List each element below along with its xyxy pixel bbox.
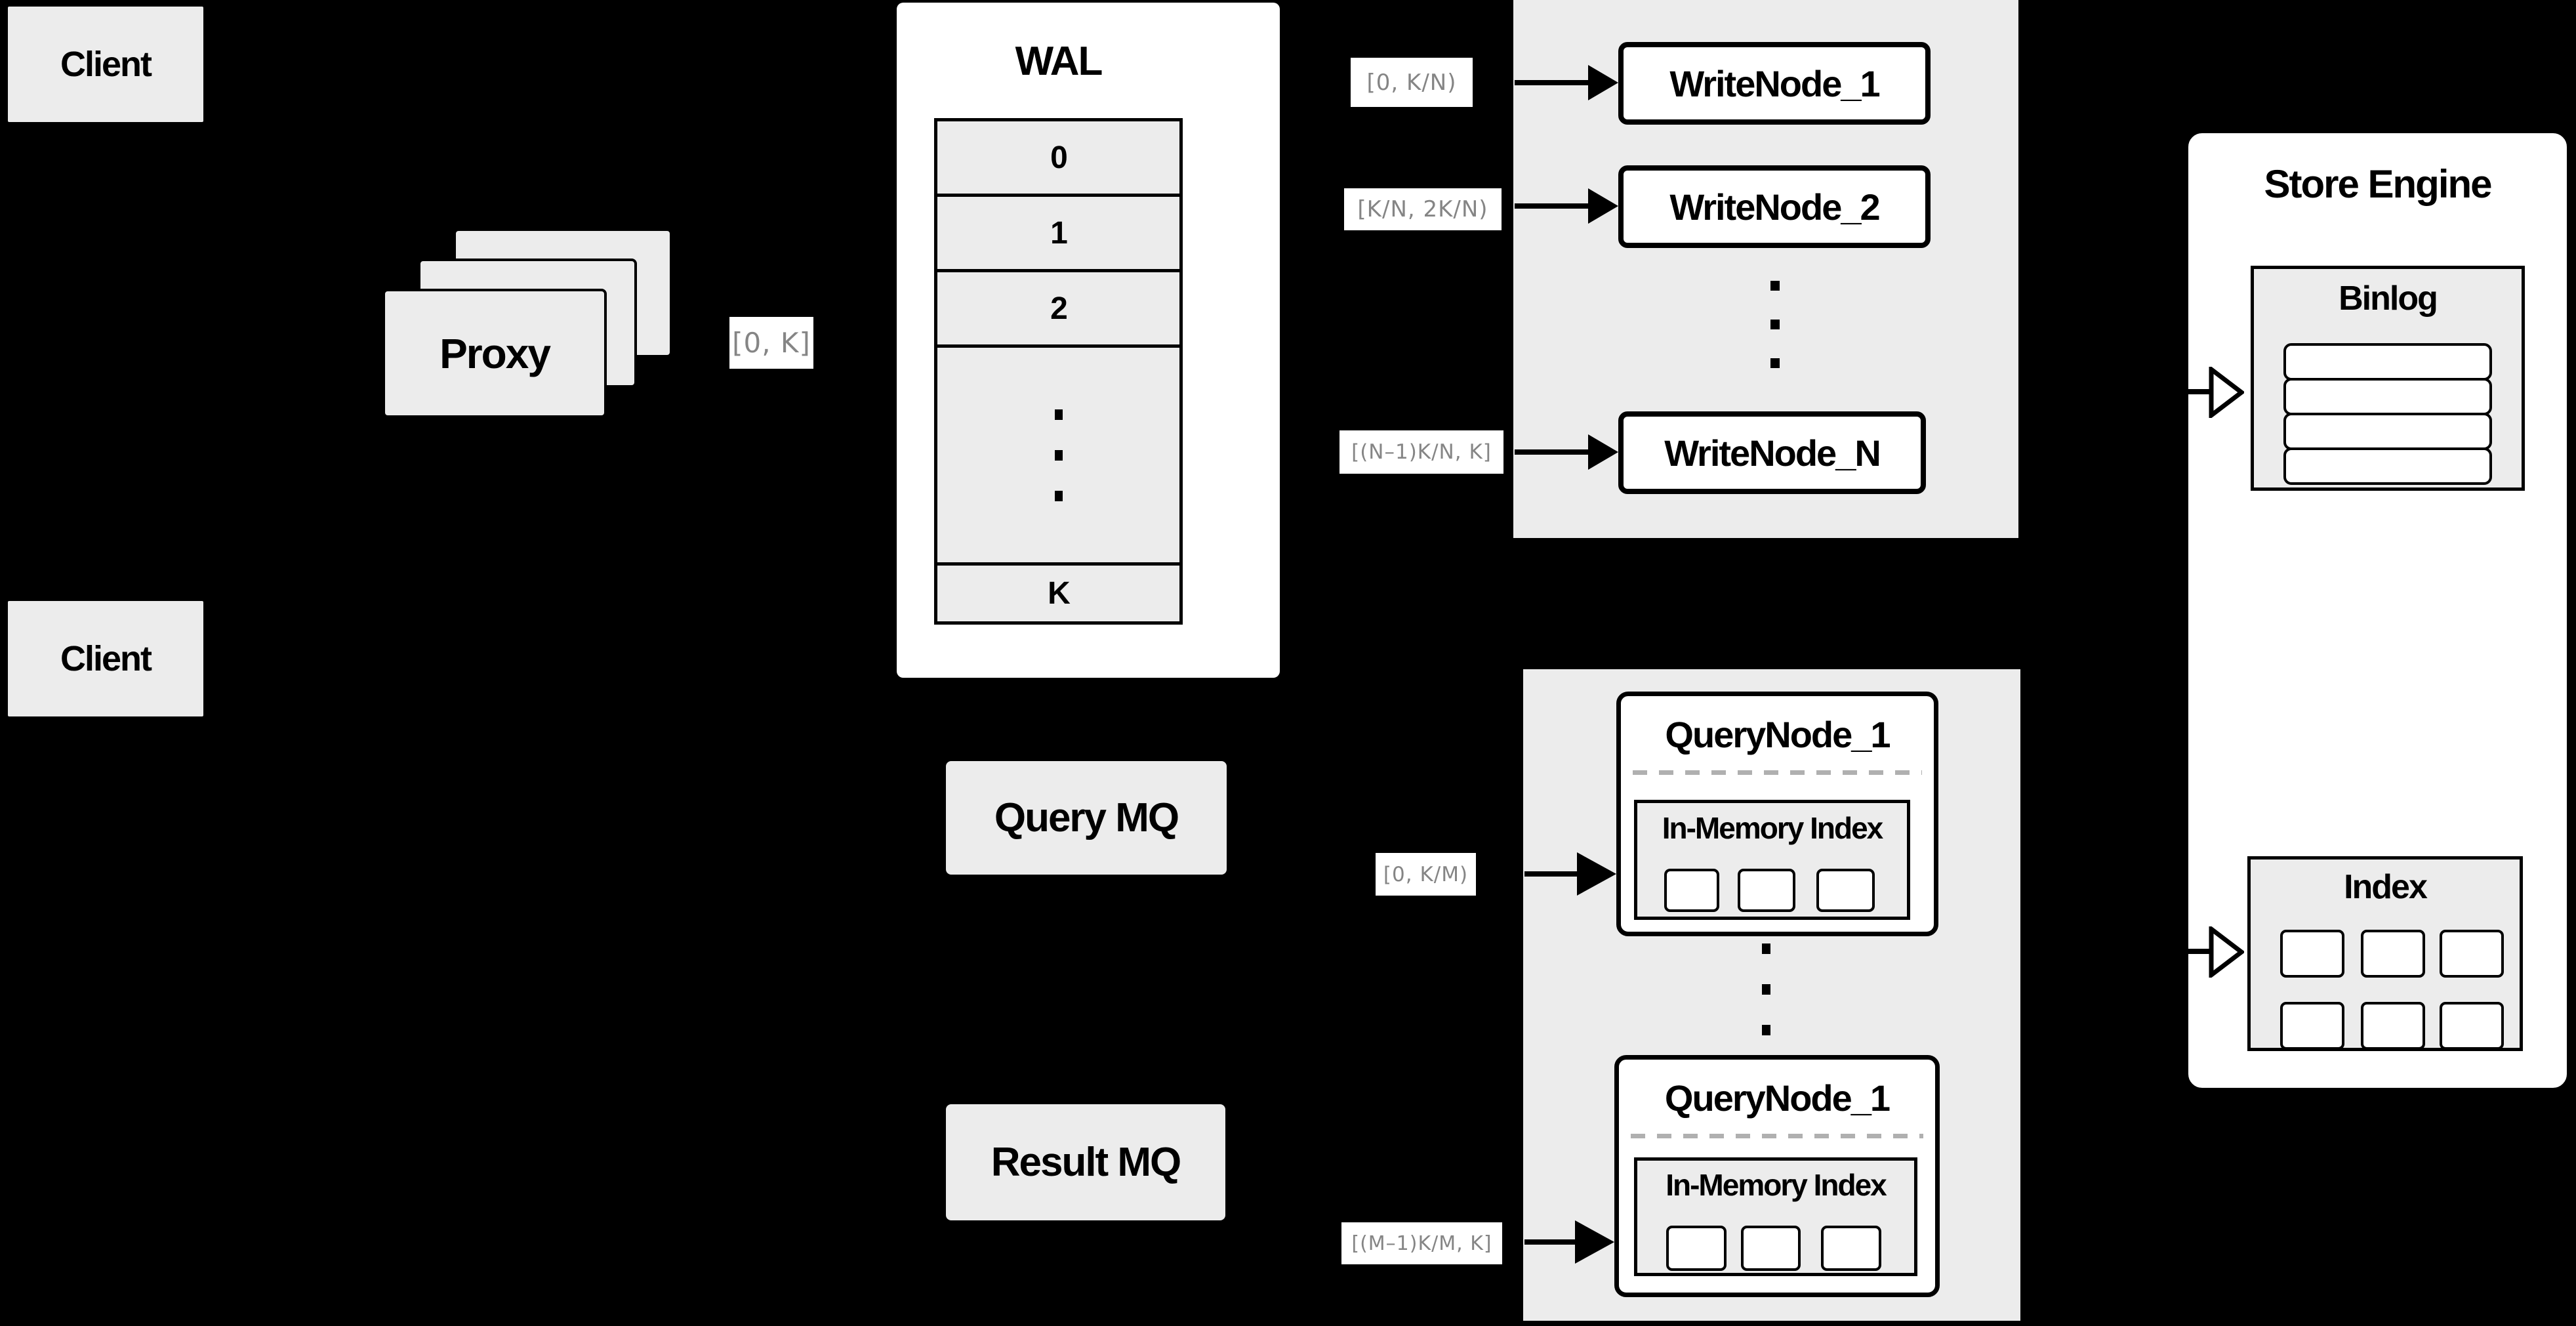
ellipsis-dot [1762,984,1770,995]
result-mq-label: Result MQ [991,1140,1182,1185]
proxy-box-front: Proxy [382,289,607,418]
index-cell [2440,930,2504,978]
index-title-wrap: Index [2247,865,2523,909]
ellipsis-dot [1770,281,1780,291]
write-node-2-label: WriteNode_2 [1669,186,1880,228]
write-node-2: WriteNode_2 [1618,165,1931,248]
store-engine-title: Store Engine [2264,161,2492,206]
range-label-query-m-text: [(M–1)K/M, K] [1351,1232,1492,1255]
client-top-label: Client [60,45,152,84]
proxy-label: Proxy [440,329,551,377]
wal-cell-0-text: 0 [1050,140,1068,175]
in-memory-index-title-wrap-1: In-Memory Index [1634,807,1910,849]
arrow-shaft [1524,871,1581,877]
in-memory-index-title-1: In-Memory Index [1662,811,1884,845]
wal-cell-k: K [937,566,1179,621]
memory-segment-cell [1666,1226,1727,1271]
query-node-m-title: QueryNode_1 [1664,1077,1891,1119]
index-cell [2280,1002,2344,1050]
wal-cell-2: 2 [937,272,1179,348]
wal-cell-1: 1 [937,197,1179,272]
wal-cell-2-text: 2 [1050,291,1068,326]
wal-table: 0 1 2 K [934,118,1183,625]
hollow-arrow-head-icon [2209,367,2244,418]
binlog-row [2283,343,2492,381]
dashed-divider [1631,1134,1923,1138]
write-node-n-label: WriteNode_N [1664,432,1881,474]
arrow-head-icon [1588,434,1618,470]
ellipsis-dot [1770,358,1780,368]
memory-segment-cell [1664,869,1719,912]
client-bottom-label: Client [60,639,152,678]
range-label-proxy-text: [0, K] [732,327,811,359]
hollow-arrow-head-icon [2209,926,2244,978]
arrow-shaft [1524,1239,1581,1245]
range-label-query-m: [(M–1)K/M, K] [1341,1222,1502,1264]
ellipsis-dot [1762,943,1770,954]
store-engine-title-wrap: Store Engine [2198,154,2557,213]
query-node-1-title: QueryNode_1 [1665,713,1891,755]
range-label-query-1: [0, K/M) [1376,853,1476,896]
arrow-head-icon [1575,1220,1614,1264]
arrow-shaft [2186,949,2213,954]
range-label-write-n-text: [(N–1)K/N, K] [1351,440,1492,464]
memory-segment-cell [1741,1226,1801,1271]
index-cell [2280,930,2344,978]
index-cell [2361,930,2425,978]
range-label-write-2: [K/N, 2K/N) [1344,188,1502,230]
index-cell [2440,1002,2504,1050]
write-node-1-label: WriteNode_1 [1669,62,1880,104]
arrow-head-icon [1577,852,1616,896]
in-memory-index-title-m: In-Memory Index [1666,1168,1887,1202]
range-label-write-2-text: [K/N, 2K/N) [1357,196,1488,222]
wal-cell-0: 0 [937,121,1179,197]
query-node-1-title-wrap: QueryNode_1 [1629,706,1925,762]
write-node-n: WriteNode_N [1618,411,1926,494]
client-box-top: Client [6,5,205,124]
ellipsis-dot [1054,449,1063,461]
range-label-write-1-text: [0, K/N) [1366,69,1457,96]
client-box-bottom: Client [6,599,205,718]
index-cell [2361,1002,2425,1050]
write-node-1: WriteNode_1 [1618,42,1931,125]
ellipsis-dot [1762,1025,1770,1035]
arrow-shaft [2186,389,2213,394]
wal-cell-k-text: K [1048,576,1071,611]
arrow-shaft [1515,203,1591,209]
in-memory-index-title-wrap-m: In-Memory Index [1634,1165,1917,1205]
wal-title: WAL [1015,38,1103,84]
arrow-shaft [1515,449,1591,455]
binlog-row [2283,378,2492,415]
arrow-shaft [1515,80,1591,85]
binlog-row [2283,413,2492,450]
range-label-proxy: [0, K] [729,317,813,369]
range-label-write-n: [(N–1)K/N, K] [1339,430,1503,474]
result-mq-box: Result MQ [946,1104,1225,1220]
memory-segment-cell [1738,869,1795,912]
ellipsis-dot [1054,409,1063,420]
dashed-divider [1633,770,1922,775]
query-node-m-title-wrap: QueryNode_1 [1627,1069,1927,1126]
ellipsis-dot [1770,320,1780,329]
wal-cell-1-text: 1 [1050,215,1068,251]
arrow-head-icon [1588,188,1618,224]
query-mq-label: Query MQ [994,795,1179,840]
range-label-write-1: [0, K/N) [1351,58,1473,107]
arrow-head-icon [1588,65,1618,100]
index-title: Index [2344,868,2428,906]
ellipsis-dot [1054,490,1063,501]
binlog-rows [2283,343,2492,485]
memory-segment-cell [1816,869,1875,912]
wal-title-wrap: WAL [934,31,1183,91]
wal-cell-ellipsis [937,348,1179,566]
range-label-query-1-text: [0, K/M) [1383,862,1469,886]
binlog-title-wrap: Binlog [2251,276,2525,321]
binlog-title: Binlog [2339,280,2438,318]
binlog-row [2283,447,2492,485]
memory-segment-cell [1821,1226,1881,1271]
query-mq-box: Query MQ [946,761,1227,875]
